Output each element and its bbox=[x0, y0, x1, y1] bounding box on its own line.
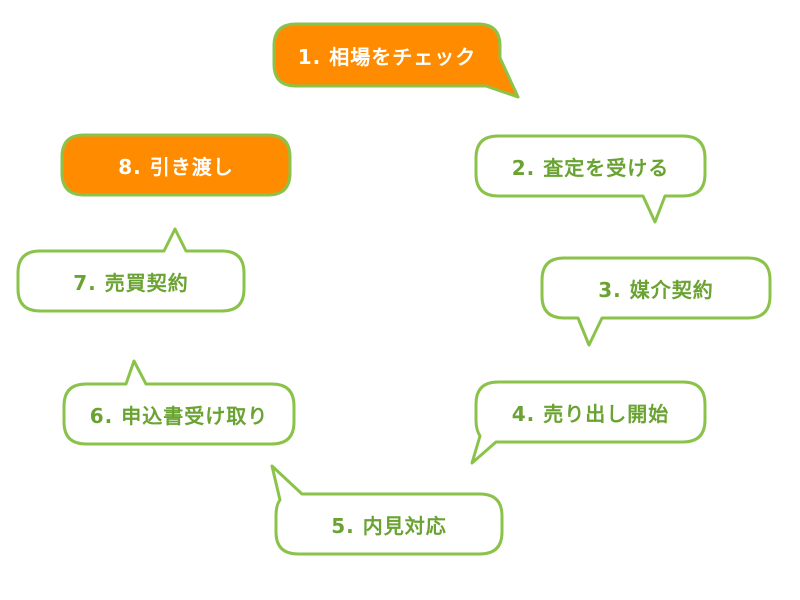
step-bubble-4 bbox=[470, 380, 707, 465]
bubble-shape bbox=[474, 134, 707, 224]
step-bubble-6 bbox=[62, 359, 296, 446]
bubble-shape bbox=[270, 464, 504, 556]
bubble-shape bbox=[62, 359, 296, 446]
step-bubble-3 bbox=[540, 256, 772, 347]
step-bubble-8 bbox=[60, 133, 292, 197]
step-bubble-2 bbox=[474, 134, 707, 224]
bubble-shape bbox=[16, 227, 246, 313]
bubble-shape bbox=[60, 133, 292, 197]
bubble-shape bbox=[470, 380, 707, 465]
step-bubble-1 bbox=[272, 22, 520, 99]
bubble-shape bbox=[540, 256, 772, 347]
step-bubble-7 bbox=[16, 227, 246, 313]
step-bubble-5 bbox=[270, 464, 504, 556]
bubble-shape bbox=[272, 22, 520, 99]
